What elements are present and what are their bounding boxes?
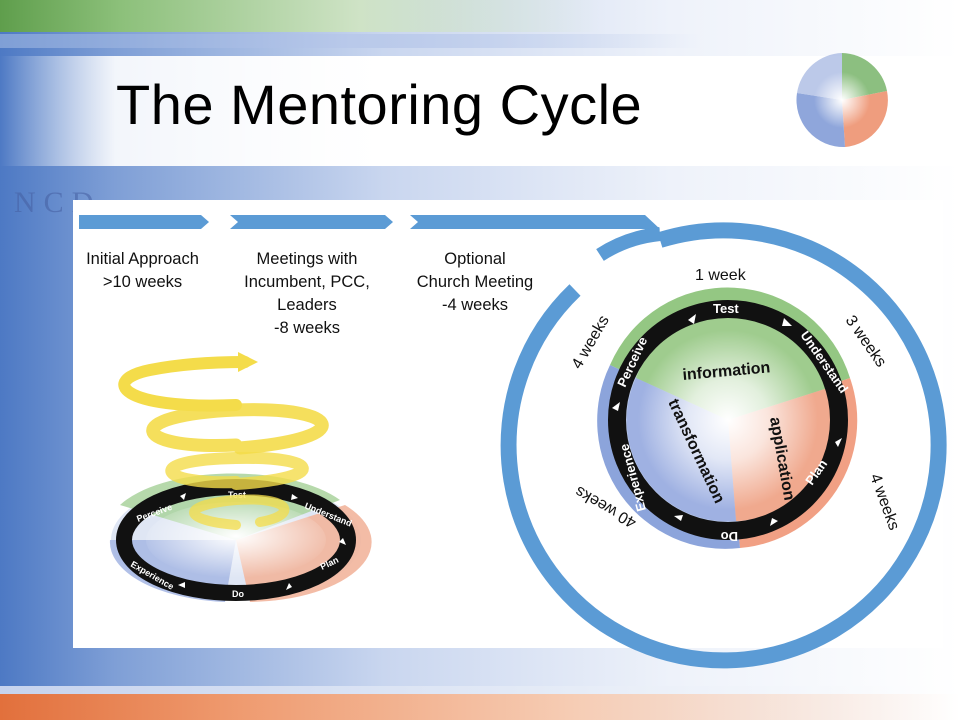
- slide-title: The Mentoring Cycle: [116, 73, 643, 136]
- phase-church-meeting: Optional Church Meeting -4 weeks: [416, 250, 534, 314]
- small-cycle-ring-triangles: [178, 493, 346, 590]
- duration-3-weeks: 3 weeks: [842, 313, 890, 371]
- outer-cycle-arc: [500, 222, 947, 669]
- duration-4-weeks-right: 4 weeks: [866, 472, 902, 533]
- arrow-phase-3: [410, 215, 660, 243]
- duration-1-week: 1 week: [695, 267, 747, 284]
- duration-4-weeks-left: 4 weeks: [569, 313, 613, 372]
- center-segments: [626, 312, 834, 522]
- top-blue-band: [0, 34, 700, 48]
- phase-initial-approach: Initial Approach >10 weeks: [86, 250, 199, 291]
- bottom-light-band: [0, 686, 960, 694]
- yellow-spiral: [118, 352, 329, 530]
- arrow-phase-2: [230, 215, 393, 229]
- top-green-band: [0, 0, 600, 32]
- arrow-phase-1: [79, 215, 209, 229]
- stage-do: Do: [721, 529, 738, 544]
- bottom-orange-band: [0, 694, 960, 720]
- ncd-logo-icon: [796, 53, 888, 148]
- phase-meetings: Meetings with Incumbent, PCC, Leaders -8…: [244, 250, 370, 337]
- small-stage-do: Do: [232, 589, 244, 599]
- stage-ring-triangles: [612, 314, 842, 526]
- stage-test: Test: [713, 301, 739, 316]
- stage-ring: [608, 300, 848, 540]
